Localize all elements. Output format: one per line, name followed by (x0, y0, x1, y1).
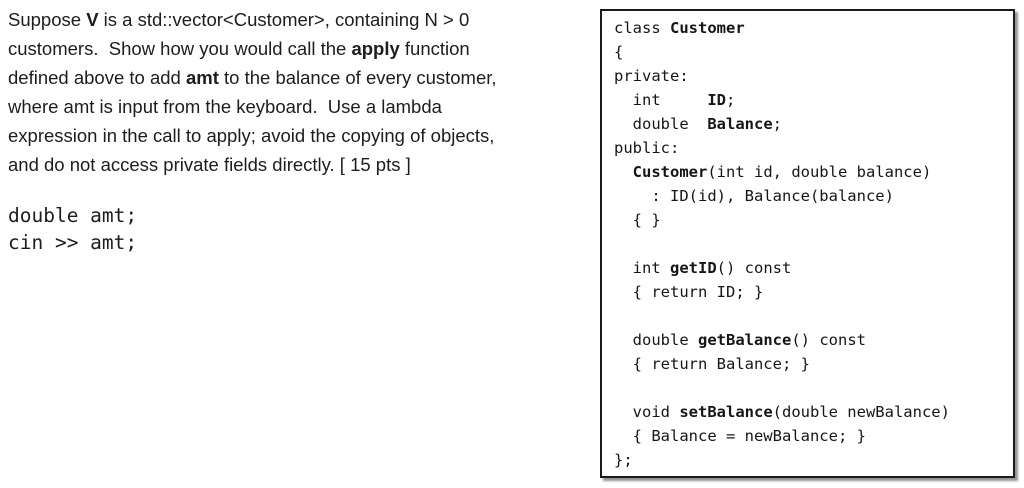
code-line: void setBalance(double newBalance) (614, 403, 950, 421)
question-line: and do not access private fields directl… (8, 154, 411, 175)
code-line: private: (614, 67, 689, 85)
code-line (614, 304, 1005, 328)
code-line: }; (614, 451, 633, 469)
code-line: { } (614, 211, 661, 229)
code-line: public: (614, 139, 680, 157)
code-line: class Customer (614, 19, 745, 37)
code-line: double amt; (8, 204, 138, 227)
code-line: double Balance; (614, 115, 782, 133)
question-line: where amt is input from the keyboard. Us… (8, 96, 442, 117)
input-code-snippet: double amt; cin >> amt; (8, 202, 137, 256)
code-line (614, 232, 1005, 256)
code-line: : ID(id), Balance(balance) (614, 187, 894, 205)
customer-class-box: class Customer { private: int ID; double B… (600, 9, 1015, 478)
code-line: cin >> amt; (8, 231, 138, 254)
code-line: { return ID; } (614, 283, 764, 301)
code-line: int ID; (614, 91, 736, 109)
code-line: { Balance = newBalance; } (614, 427, 866, 445)
question-line: Suppose V is a std::vector<Customer>, co… (8, 9, 470, 30)
question-line: defined above to add amt to the balance … (8, 67, 497, 88)
code-line: { return Balance; } (614, 355, 810, 373)
code-line: double getBalance() const (614, 331, 866, 349)
question-line: customers. Show how you would call the a… (8, 38, 470, 59)
code-line (614, 376, 1005, 400)
question-text: Suppose V is a std::vector<Customer>, co… (8, 5, 497, 179)
customer-class-code: class Customer { private: int ID; double B… (614, 16, 1005, 472)
code-line: Customer(int id, double balance) (632, 163, 932, 181)
question-line: expression in the call to apply; avoid t… (8, 125, 495, 146)
code-line: int getID() const (614, 259, 792, 277)
code-line: { (614, 43, 624, 61)
